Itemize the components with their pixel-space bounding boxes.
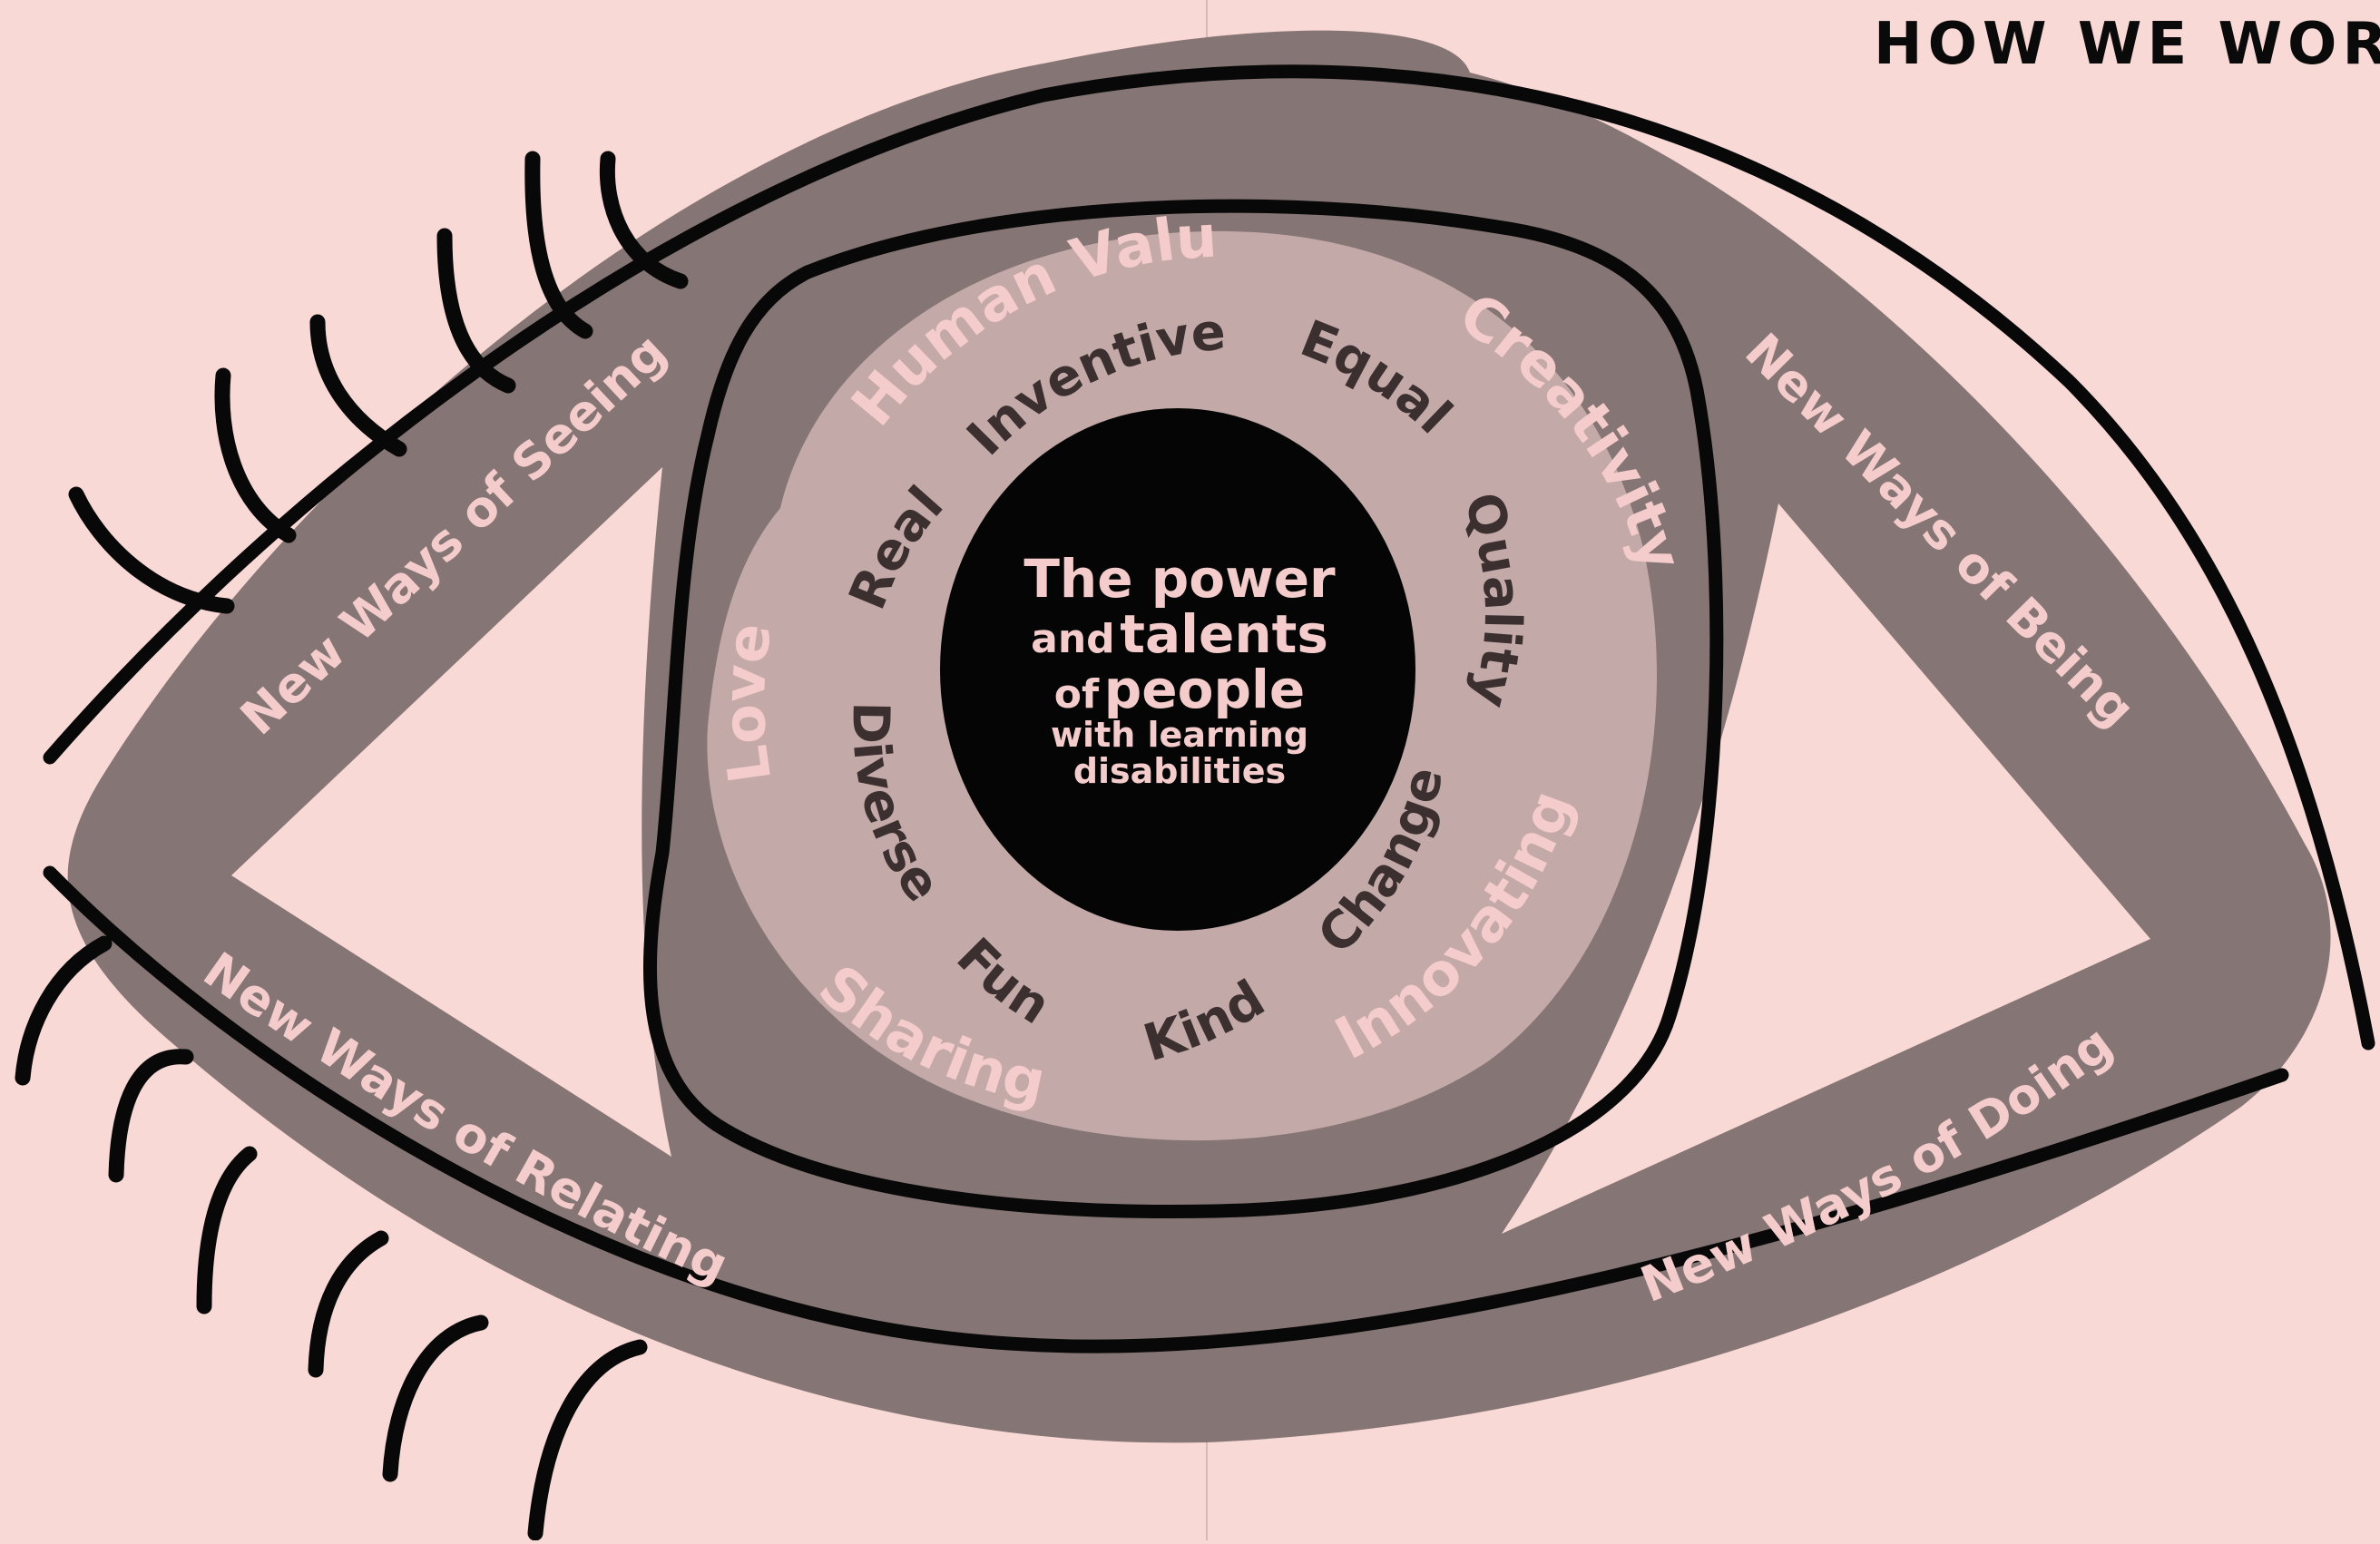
upper-lashes [68,151,689,614]
inner-outline [642,199,1724,1219]
center-line-3: of people [1053,658,1306,720]
page-title: HOW WE WOR [1874,11,2380,78]
center-statement: The power and talents of people with lea… [926,552,1434,789]
center-line-2: and talents [1031,602,1328,665]
upper-lid-line [43,64,2375,1051]
lower-lid-line [43,865,2289,1353]
center-line-4: with learning [1050,714,1309,755]
center-line-1: The power [1023,548,1336,610]
eye-pupil [940,408,1415,931]
lower-lashes [15,935,648,1541]
center-line-5: disabilities [1072,750,1287,791]
